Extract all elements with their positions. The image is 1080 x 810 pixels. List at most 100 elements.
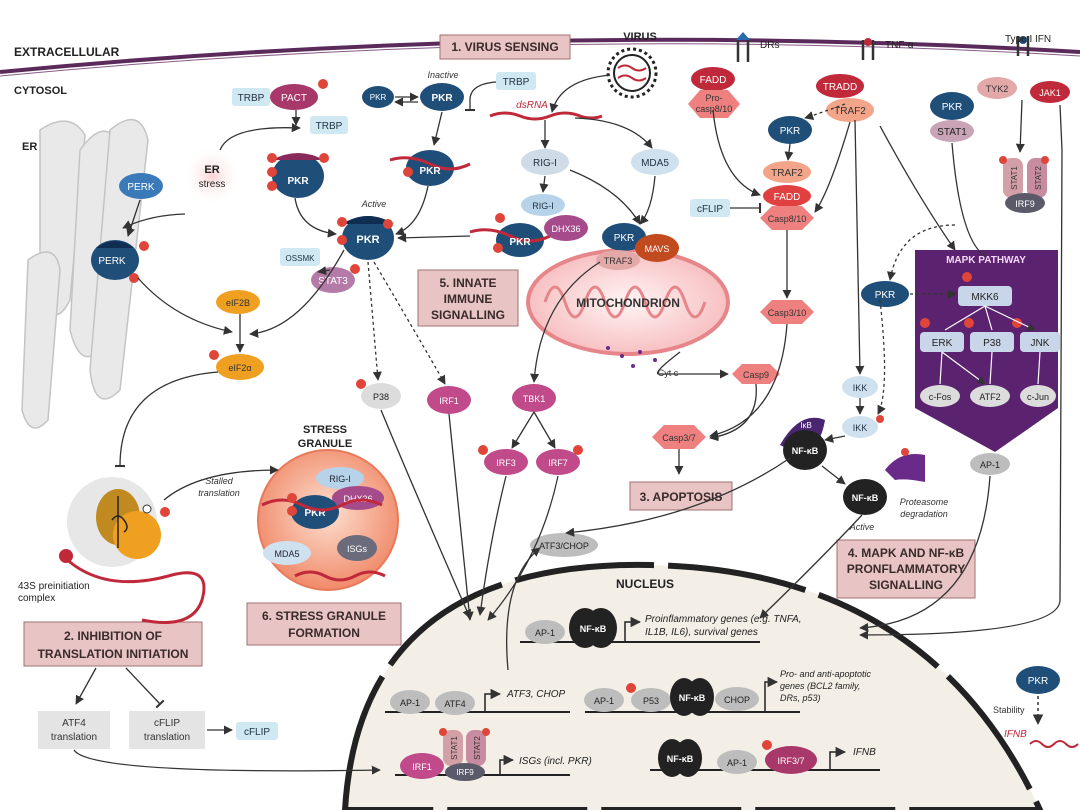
dsrna-label: dsRNA	[516, 100, 548, 111]
svg-text:DHX36: DHX36	[551, 224, 580, 234]
pkr-stability-node	[1016, 666, 1060, 694]
svg-text:P38: P38	[983, 338, 1001, 349]
er-stress-glow	[182, 146, 242, 206]
atf3-chop-node	[530, 533, 598, 557]
svg-text:translation: translation	[198, 488, 240, 498]
svg-text:MITOCHONDRION: MITOCHONDRION	[576, 296, 680, 310]
svg-text:FADD: FADD	[774, 192, 801, 203]
svg-text:IRF9: IRF9	[1015, 199, 1035, 209]
svg-text:IRF3: IRF3	[496, 458, 516, 468]
svg-text:AP-1: AP-1	[535, 628, 555, 638]
svg-text:Pro-: Pro-	[705, 93, 722, 103]
casp310-node	[760, 300, 814, 324]
svg-text:Pro- and anti-apoptotic: Pro- and anti-apoptotic	[780, 669, 872, 679]
tbk1-node	[512, 384, 556, 412]
pkr-tnf-node	[768, 116, 812, 144]
sg-mda5	[263, 541, 311, 565]
erk	[920, 332, 964, 352]
virus-particle: VIRUS	[606, 31, 658, 99]
svg-text:Casp3/10: Casp3/10	[768, 308, 807, 318]
svg-text:PKR: PKR	[875, 290, 896, 301]
svg-text:RIG-I: RIG-I	[533, 158, 557, 169]
svg-text:Casp9: Casp9	[743, 370, 769, 380]
svg-text:ATF2: ATF2	[979, 392, 1000, 402]
irf1-node	[427, 386, 471, 414]
svg-text:IFNB: IFNB	[853, 747, 876, 758]
svg-text:STAT3: STAT3	[318, 276, 348, 287]
procasp-node	[688, 90, 740, 118]
trbp-node-1	[232, 88, 270, 106]
svg-text:ISGs (incl. PKR): ISGs (incl. PKR)	[519, 756, 592, 767]
svg-text:PKR: PKR	[287, 176, 309, 187]
stat2-node	[1027, 158, 1047, 198]
svg-text:translation: translation	[144, 732, 190, 743]
pkr-inactive-small	[362, 86, 394, 108]
svg-text:PERK: PERK	[98, 256, 126, 267]
mitochondrion: MITOCHONDRION	[526, 248, 730, 368]
stat1b-node	[1003, 158, 1023, 198]
atf3-chop-label: ATF3/CHOP	[539, 541, 589, 551]
svg-text:eIF2B: eIF2B	[226, 298, 250, 308]
perk-node-2	[91, 240, 139, 280]
stage-4-line2: PRONFLAMMATORY	[847, 562, 965, 576]
stage-5-line1: 5. INNATE	[439, 276, 496, 290]
svg-text:IRF9: IRF9	[456, 768, 474, 777]
svg-text:degradation: degradation	[900, 509, 948, 519]
fadd-node-2	[763, 185, 811, 207]
svg-text:MKK6: MKK6	[971, 292, 999, 303]
ribosome-complex: 43S preinitiation complex Stalled transl…	[18, 476, 240, 624]
pkr-mavs-node	[602, 223, 646, 251]
dsrna-strand	[489, 111, 603, 121]
svg-text:STRESS: STRESS	[303, 424, 347, 436]
svg-text:MAVS: MAVS	[645, 244, 670, 254]
svg-text:PKR: PKR	[431, 93, 453, 104]
svg-text:genes (BCL2 family,: genes (BCL2 family,	[780, 681, 860, 691]
pkr-inactive	[420, 83, 464, 111]
svg-text:c-Jun: c-Jun	[1027, 392, 1049, 402]
svg-text:MDA5: MDA5	[641, 158, 669, 169]
svg-text:RIG-I: RIG-I	[532, 201, 554, 211]
pkr-active	[342, 216, 394, 260]
trbp-node-2	[310, 116, 348, 134]
stage-6-line1: 6. STRESS GRANULE	[262, 609, 386, 623]
svg-text:PACT: PACT	[281, 93, 307, 104]
stage-4-line3: SIGNALLING	[869, 578, 943, 592]
svg-text:Proteasome: Proteasome	[900, 497, 949, 507]
svg-text:NF-κB: NF-κB	[852, 493, 879, 503]
svg-text:STAT1: STAT1	[937, 127, 967, 138]
cflip-node-1	[690, 199, 730, 217]
svg-text:MAPK PATHWAY: MAPK PATHWAY	[946, 255, 1026, 266]
svg-text:IRF3/7: IRF3/7	[777, 756, 804, 766]
tyk2-node	[977, 77, 1017, 99]
mkk6	[958, 286, 1012, 306]
ikk-node-2	[842, 416, 878, 438]
nfkb-inactive-node	[783, 430, 827, 470]
drs-label: DRs	[760, 40, 779, 51]
svg-text:stress: stress	[199, 179, 226, 190]
cjun	[1020, 385, 1056, 407]
svg-text:PKR: PKR	[509, 237, 531, 248]
svg-text:P38: P38	[373, 392, 389, 402]
stage-4-line1: 4. MAPK AND NF-κB	[848, 546, 965, 560]
mda5-node	[631, 149, 679, 175]
stage-5-line3: SIGNALLING	[431, 308, 505, 322]
svg-text:43S preinitiation: 43S preinitiation	[18, 581, 90, 592]
cfos	[920, 385, 960, 407]
ap1-label: AP-1	[980, 460, 1000, 470]
svg-text:P53: P53	[643, 696, 659, 706]
svg-text:ER: ER	[204, 164, 219, 176]
pkr-mapk-node	[861, 281, 909, 307]
er-label: ER	[22, 141, 37, 153]
stage-labels: 1. VIRUS SENSING 2. INHIBITION OF TRANSL…	[23, 34, 976, 667]
p38-mapk	[970, 332, 1014, 352]
ifn-label: Type I IFN	[1005, 34, 1051, 45]
svg-text:Proinflammatory genes (e.g. TN: Proinflammatory genes (e.g. TNFA,	[645, 614, 802, 625]
irf3-node	[484, 449, 528, 475]
svg-text:ATF3, CHOP: ATF3, CHOP	[506, 689, 565, 700]
ap1-cyto	[970, 453, 1010, 475]
traf2b-node	[763, 161, 811, 183]
svg-text:TRBP: TRBP	[316, 121, 343, 132]
nucleus-row-2: AP-1 ATF4 ATF3, CHOP AP-1 P53 NF-κB CHOP…	[385, 669, 872, 716]
mapk-pathway-panel: MAPK PATHWAY MKK6 ERK P38 JNK c-Fos ATF2…	[915, 250, 1060, 452]
